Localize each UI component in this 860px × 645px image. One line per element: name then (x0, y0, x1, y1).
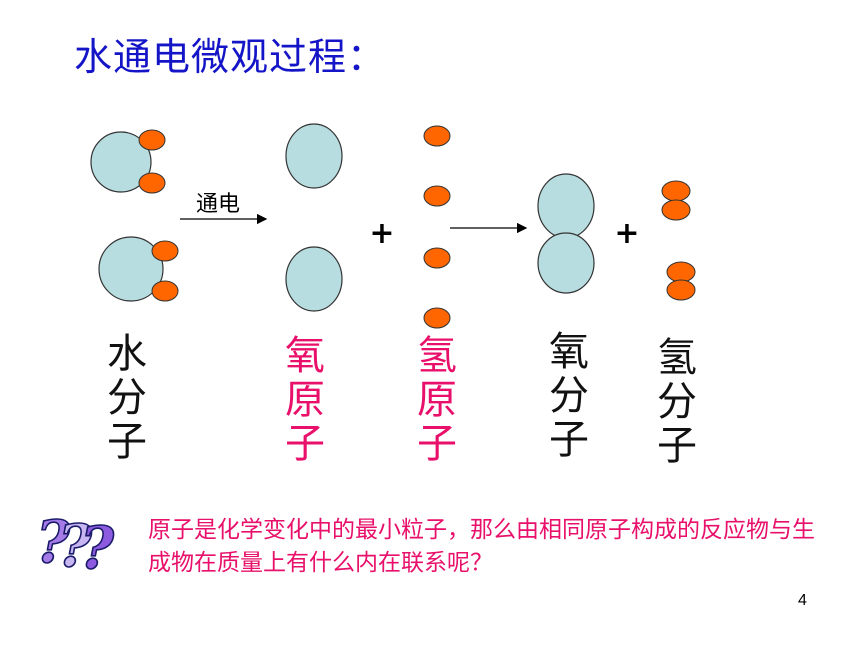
svg-text:?: ? (58, 512, 93, 574)
svg-text:?: ? (80, 514, 115, 574)
label-hydrogen-molecule: 氢 分 子 (657, 335, 697, 469)
label-hydrogen-atom: 氢 原 子 (417, 333, 457, 467)
water-molecule-1 (90, 129, 166, 194)
oxygen-molecule (537, 173, 595, 294)
oxygen-atom-2 (285, 246, 343, 312)
oxygen-atom-circle (90, 131, 152, 193)
hydrogen-molecule-1 (661, 180, 691, 221)
water-molecule-2 (98, 236, 179, 302)
hydrogen-molecule-2 (666, 261, 696, 301)
hydrogen-atom-1 (423, 125, 451, 147)
oxygen-atom-circle (98, 236, 164, 302)
hydrogen-atom-circle (151, 280, 179, 302)
label-oxygen-atom: 氧 原 子 (285, 333, 325, 467)
question-text: 原子是化学变化中的最小粒子，那么由相同原子构成的反应物与生成物在质量上有什么内在… (148, 517, 815, 576)
plus-sign-1: + (369, 216, 394, 251)
svg-text:?: ? (36, 508, 71, 574)
triple-question-mark-icon: ? ? ? (36, 507, 116, 574)
plus-sign-2: + (614, 216, 639, 251)
label-oxygen-molecule: 氧 分 子 (549, 329, 589, 463)
slide-title: 水通电微观过程： (74, 35, 387, 79)
oxygen-atom-1 (285, 123, 343, 189)
hydrogen-atom-3 (423, 247, 451, 269)
hydrogen-atom-4 (423, 307, 451, 329)
label-water-molecule: 水 分 子 (107, 331, 147, 465)
hydrogen-atom-circle (138, 129, 166, 151)
electrolysis-label: 通电 (196, 192, 241, 217)
page-number: 4 (798, 592, 807, 609)
hydrogen-atom-circle (138, 172, 166, 194)
hydrogen-atom-circle (151, 240, 179, 262)
hydrogen-atom-2 (423, 185, 451, 207)
